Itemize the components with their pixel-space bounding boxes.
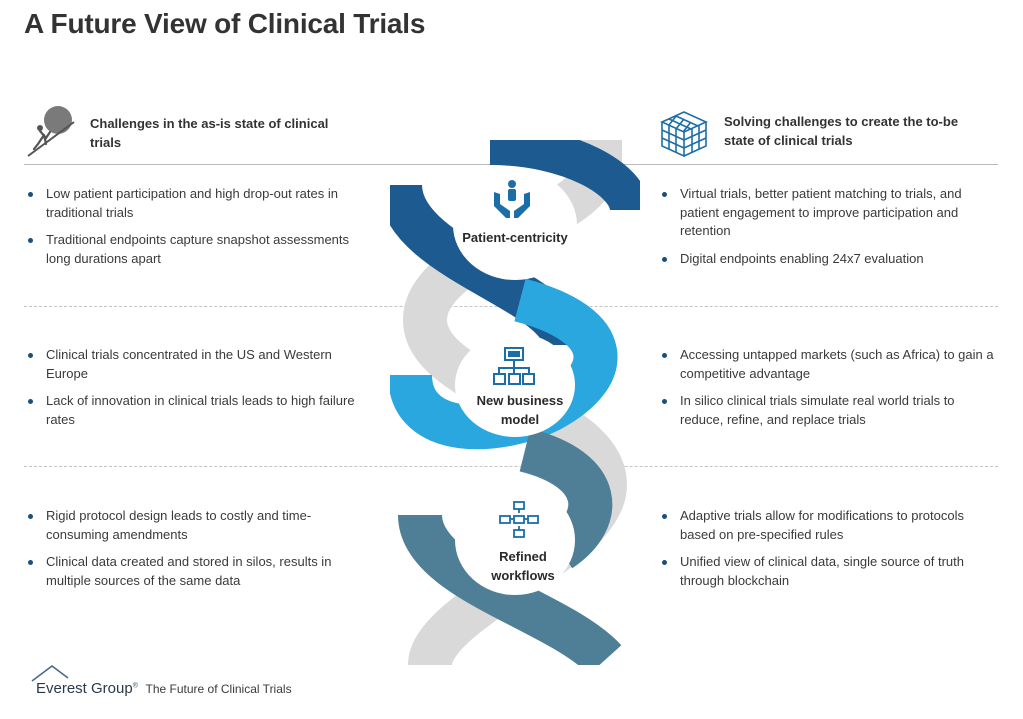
row1-right-list: Virtual trials, better patient matching …: [660, 185, 1000, 277]
footer-registered: ®: [132, 682, 138, 690]
list-item: Virtual trials, better patient matching …: [660, 185, 1000, 241]
list-item: Clinical data created and stored in silo…: [26, 553, 371, 590]
workflow-icon: [499, 501, 539, 538]
center-label-refined-workflows: Refined workflows: [491, 549, 555, 583]
row3-left-list: Rigid protocol design leads to costly an…: [26, 507, 371, 599]
list-item: Rigid protocol design leads to costly an…: [26, 507, 371, 544]
center-label-new-business-model: New business model: [476, 393, 564, 427]
footer-caption: The Future of Clinical Trials: [145, 682, 292, 696]
footer-brand: Everest Group: [36, 680, 133, 697]
list-item: Accessing untapped markets (such as Afri…: [660, 346, 1000, 383]
everest-logo-mountain-icon: [31, 665, 69, 682]
helix-slate-bottom: [398, 512, 622, 665]
dna-helix-graphic: [390, 140, 640, 665]
row-divider-2: [24, 466, 998, 467]
list-item: In silico clinical trials simulate real …: [660, 392, 1000, 429]
list-item: Clinical trials concentrated in the US a…: [26, 346, 371, 383]
list-item: Low patient participation and high drop-…: [26, 185, 371, 222]
hands-person-icon: [494, 180, 530, 218]
list-item: Adaptive trials allow for modifications …: [660, 507, 1000, 544]
sisyphus-icon: [27, 106, 75, 157]
row2-left-list: Clinical trials concentrated in the US a…: [26, 346, 371, 438]
list-item: Lack of innovation in clinical trials le…: [26, 392, 371, 429]
org-chart-icon: [493, 347, 535, 385]
row1-left-list: Low patient participation and high drop-…: [26, 185, 371, 277]
footer: Everest Group® The Future of Clinical Tr…: [36, 680, 292, 697]
right-column-header: Solving challenges to create the to-be s…: [724, 114, 959, 148]
left-column-header: Challenges in the as-is state of clinica…: [90, 116, 329, 150]
row3-right-list: Adaptive trials allow for modifications …: [660, 507, 1000, 599]
helix-blue-top: [489, 140, 640, 213]
row2-right-list: Accessing untapped markets (such as Afri…: [660, 346, 1000, 438]
center-label-patient-centricity: Patient-centricity: [462, 230, 568, 245]
list-item: Traditional endpoints capture snapshot a…: [26, 231, 371, 268]
list-item: Unified view of clinical data, single so…: [660, 553, 1000, 590]
cube-grid-icon: [660, 111, 708, 158]
list-item: Digital endpoints enabling 24x7 evaluati…: [660, 250, 1000, 269]
page-title: A Future View of Clinical Trials: [24, 8, 426, 39]
